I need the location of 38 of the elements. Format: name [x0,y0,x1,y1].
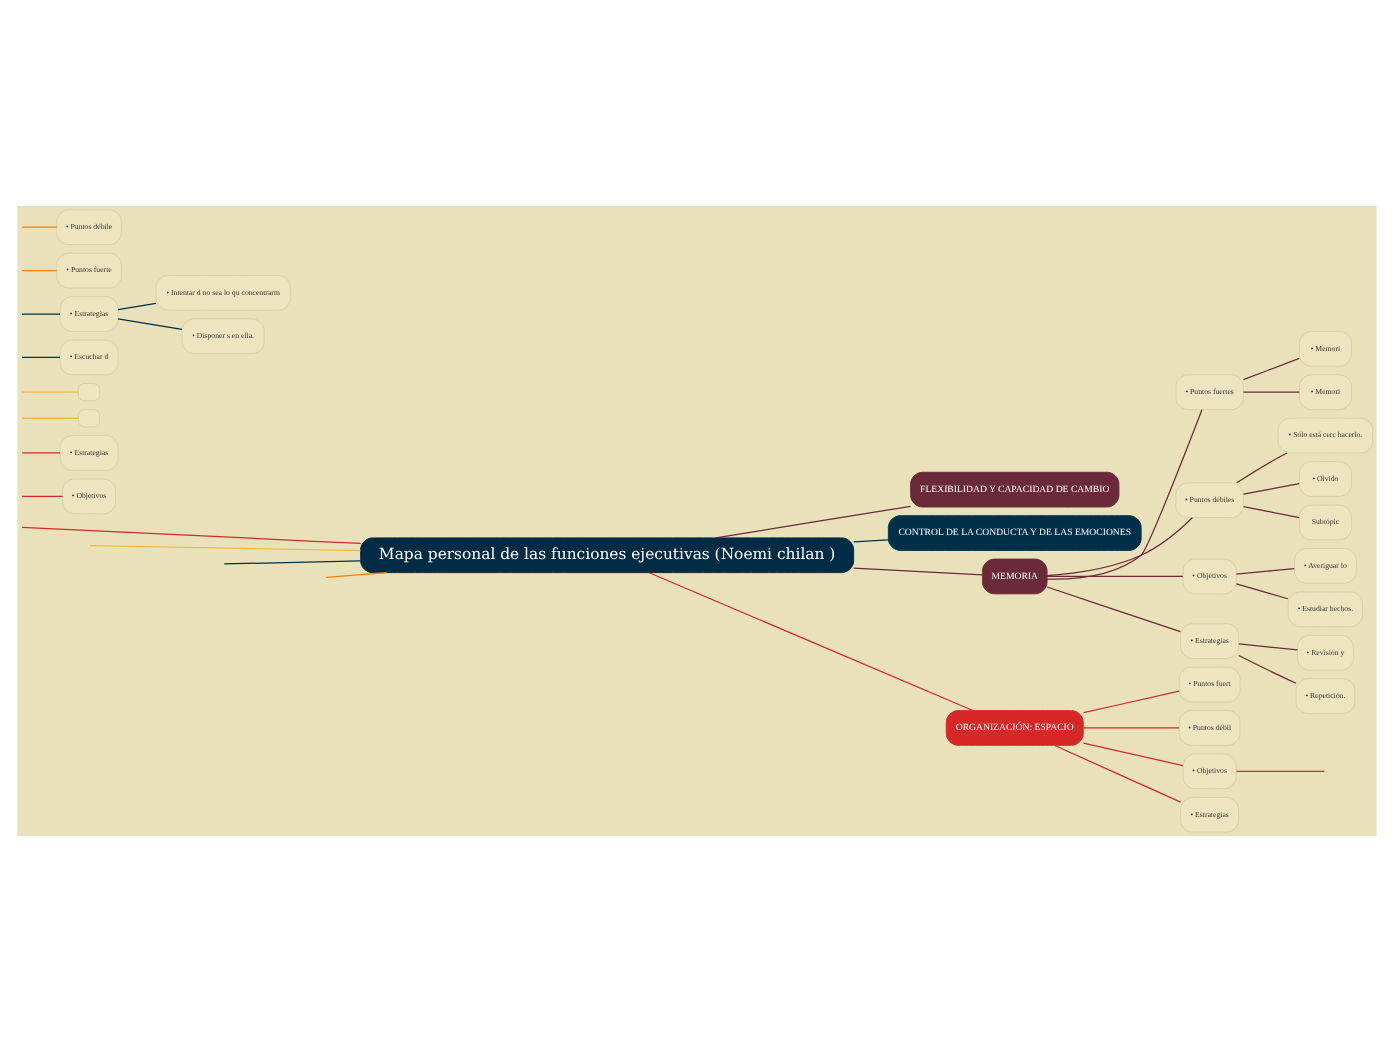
connector [1082,741,1184,766]
connector [853,566,983,575]
connector [1242,390,1300,392]
connector [89,543,362,551]
connector [21,494,63,497]
connector [117,317,183,330]
connector [1235,769,1325,771]
connector [1236,451,1288,483]
connector [715,504,912,538]
connector [1046,516,1193,576]
connector [1082,689,1180,713]
connector [21,269,58,271]
connector [1046,585,1182,632]
connector [21,416,79,418]
connector [1235,567,1295,574]
connector [1082,726,1180,728]
connector [21,225,58,227]
connector [853,538,889,542]
connector [21,312,61,314]
connector [648,571,974,711]
connector [117,301,157,310]
connector [21,451,61,453]
connector [223,559,362,564]
connector [1242,482,1300,494]
connector [1242,356,1300,380]
connector [1238,653,1297,683]
node-box [77,382,101,401]
connector [21,525,362,544]
connector [325,571,388,578]
node-box [77,408,101,427]
connector [1235,582,1289,599]
connector [21,390,79,392]
connector [1046,574,1184,577]
connector [1046,408,1203,579]
connector [1242,505,1300,518]
connector [1238,642,1299,650]
connector [21,355,61,358]
connector [1054,743,1182,802]
